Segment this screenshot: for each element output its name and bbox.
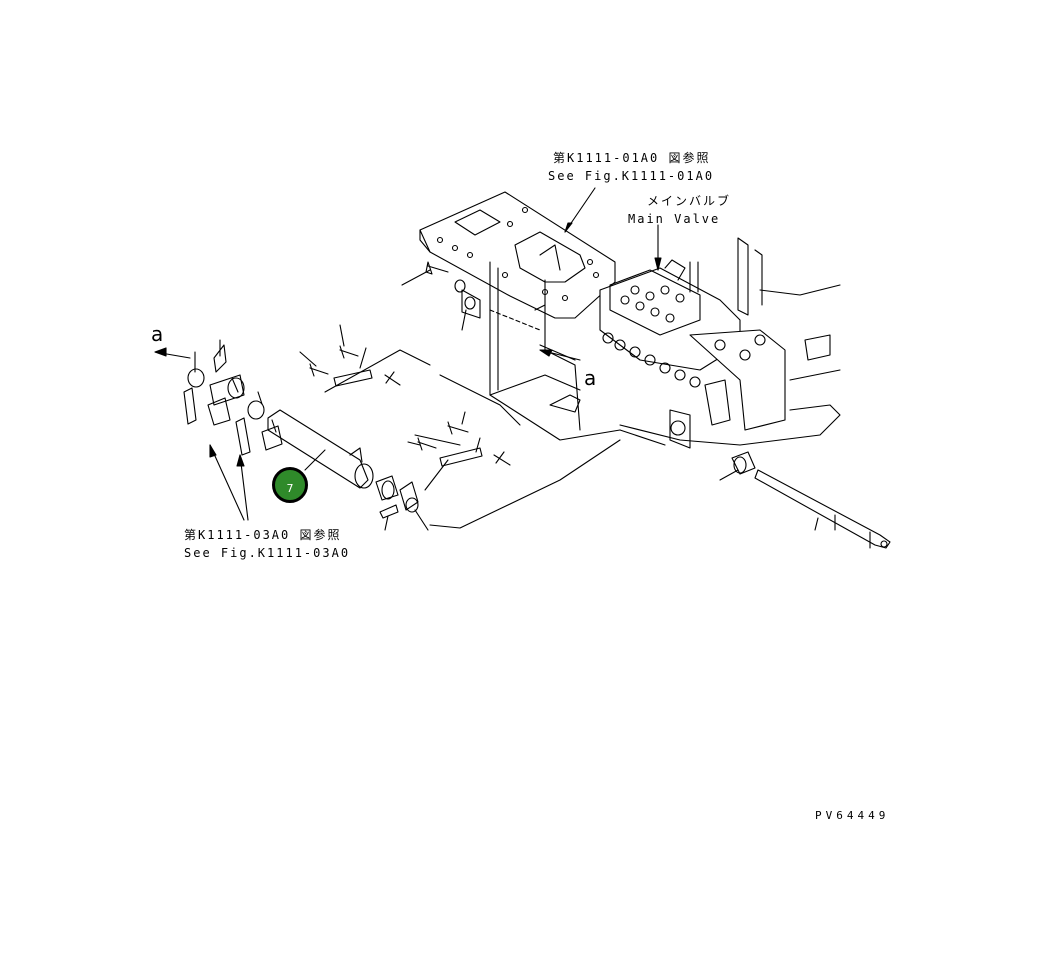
- frame-plate: [419, 191, 616, 319]
- part-number: 7: [286, 481, 294, 495]
- view-arrow-a-left: a: [151, 322, 164, 346]
- bushing-right: [731, 451, 756, 475]
- ref-k1111-01a0-en: See Fig.K1111-01A0: [548, 169, 715, 183]
- drawing-id: PV64449: [815, 809, 890, 822]
- bushing-center: [375, 475, 399, 501]
- leader-lines: [154, 187, 819, 531]
- pin-center: [379, 504, 399, 519]
- parts-left: [183, 344, 283, 456]
- assembly-lines: [324, 309, 621, 529]
- bolts-and-links: [309, 261, 511, 513]
- main-valve-label-ja: メインバルブ: [647, 194, 732, 208]
- ref-k1111-01a0-ja: 第K1111-01A0 図参照: [553, 151, 711, 165]
- part-number-badge[interactable]: 7: [272, 467, 308, 503]
- main-valve-label-en: Main Valve: [628, 212, 721, 226]
- shaft-right: [754, 469, 891, 549]
- ref-k1111-03a0-en: See Fig.K1111-03A0: [184, 546, 351, 560]
- machine-frame: [619, 237, 841, 449]
- main-valve: [599, 259, 786, 431]
- ref-k1111-03a0-ja: 第K1111-03A0 図参照: [184, 528, 342, 542]
- view-arrow-a-mid: a: [584, 366, 597, 390]
- frame-bracket: [489, 261, 621, 441]
